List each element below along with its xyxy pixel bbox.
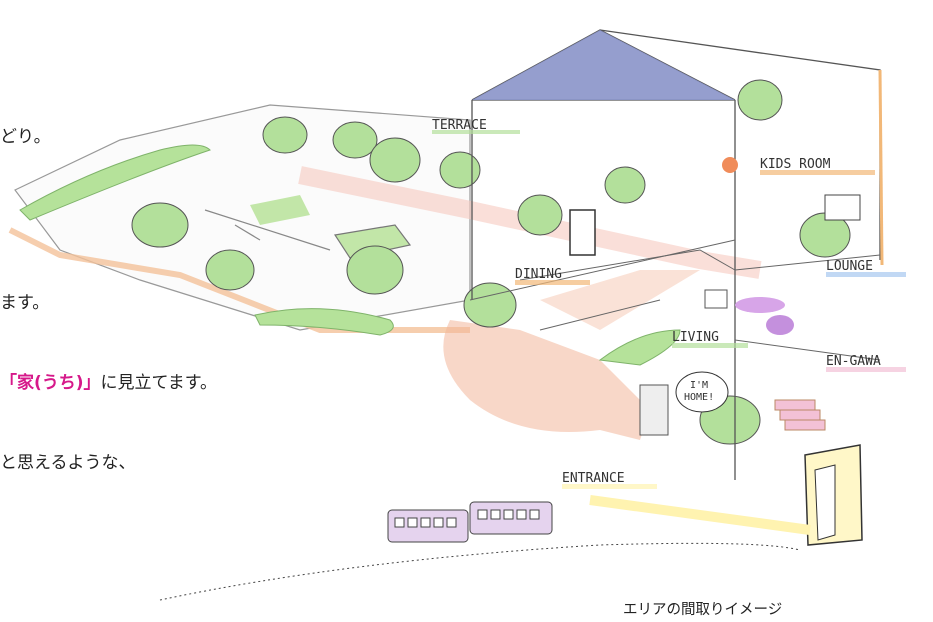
illustration-caption: エリアの間取りイメージ — [623, 602, 783, 618]
label-im-home-2: HOME! — [684, 392, 714, 403]
hedge-middle — [254, 308, 394, 336]
lounge-rug — [735, 297, 785, 313]
salmon-ground — [443, 320, 650, 440]
roof-panel — [472, 30, 735, 100]
text-line-3: 「家(うち)」に見立てます。 — [0, 368, 217, 393]
fridge — [639, 384, 669, 436]
label-living: LIVING — [672, 330, 719, 345]
text-line-1: どり。 — [0, 127, 51, 147]
pond — [333, 224, 412, 259]
kitchen-door — [569, 209, 596, 256]
beanbag — [766, 315, 794, 335]
house-wall-right — [878, 69, 884, 266]
text-line-2: ます。 — [0, 293, 50, 313]
label-kids-room: KIDS ROOM — [760, 157, 831, 172]
tv — [704, 289, 728, 309]
lawn-patch — [250, 195, 310, 225]
floor-lines — [469, 239, 881, 361]
kids-fireplace — [722, 157, 738, 173]
label-dining: DINING — [515, 267, 562, 282]
label-terrace: TERRACE — [432, 118, 487, 133]
trees — [131, 79, 851, 445]
entrance-door-leaf — [814, 464, 836, 541]
text-line-4: と思えるような、 — [0, 453, 136, 473]
hedge-left — [19, 144, 211, 221]
text-line-3-highlight: 「家(うち)」 — [0, 373, 101, 393]
label-lounge: LOUNGE — [826, 259, 873, 274]
im-home-bubble — [675, 371, 729, 413]
kids-window — [824, 194, 861, 221]
entrance-path — [589, 495, 811, 535]
hedge-right — [598, 329, 681, 366]
label-en-gawa: EN-GAWA — [826, 354, 881, 369]
label-entrance: ENTRANCE — [562, 471, 625, 486]
label-underlines — [432, 130, 906, 489]
text-line-3-rest: に見立てます。 — [100, 373, 217, 393]
train — [387, 501, 553, 543]
walkway-cross — [204, 209, 331, 251]
pink-steps — [774, 399, 826, 431]
salmon-ground-2 — [540, 270, 700, 330]
rail-track — [159, 542, 801, 601]
label-im-home-1: I'M — [690, 380, 708, 391]
